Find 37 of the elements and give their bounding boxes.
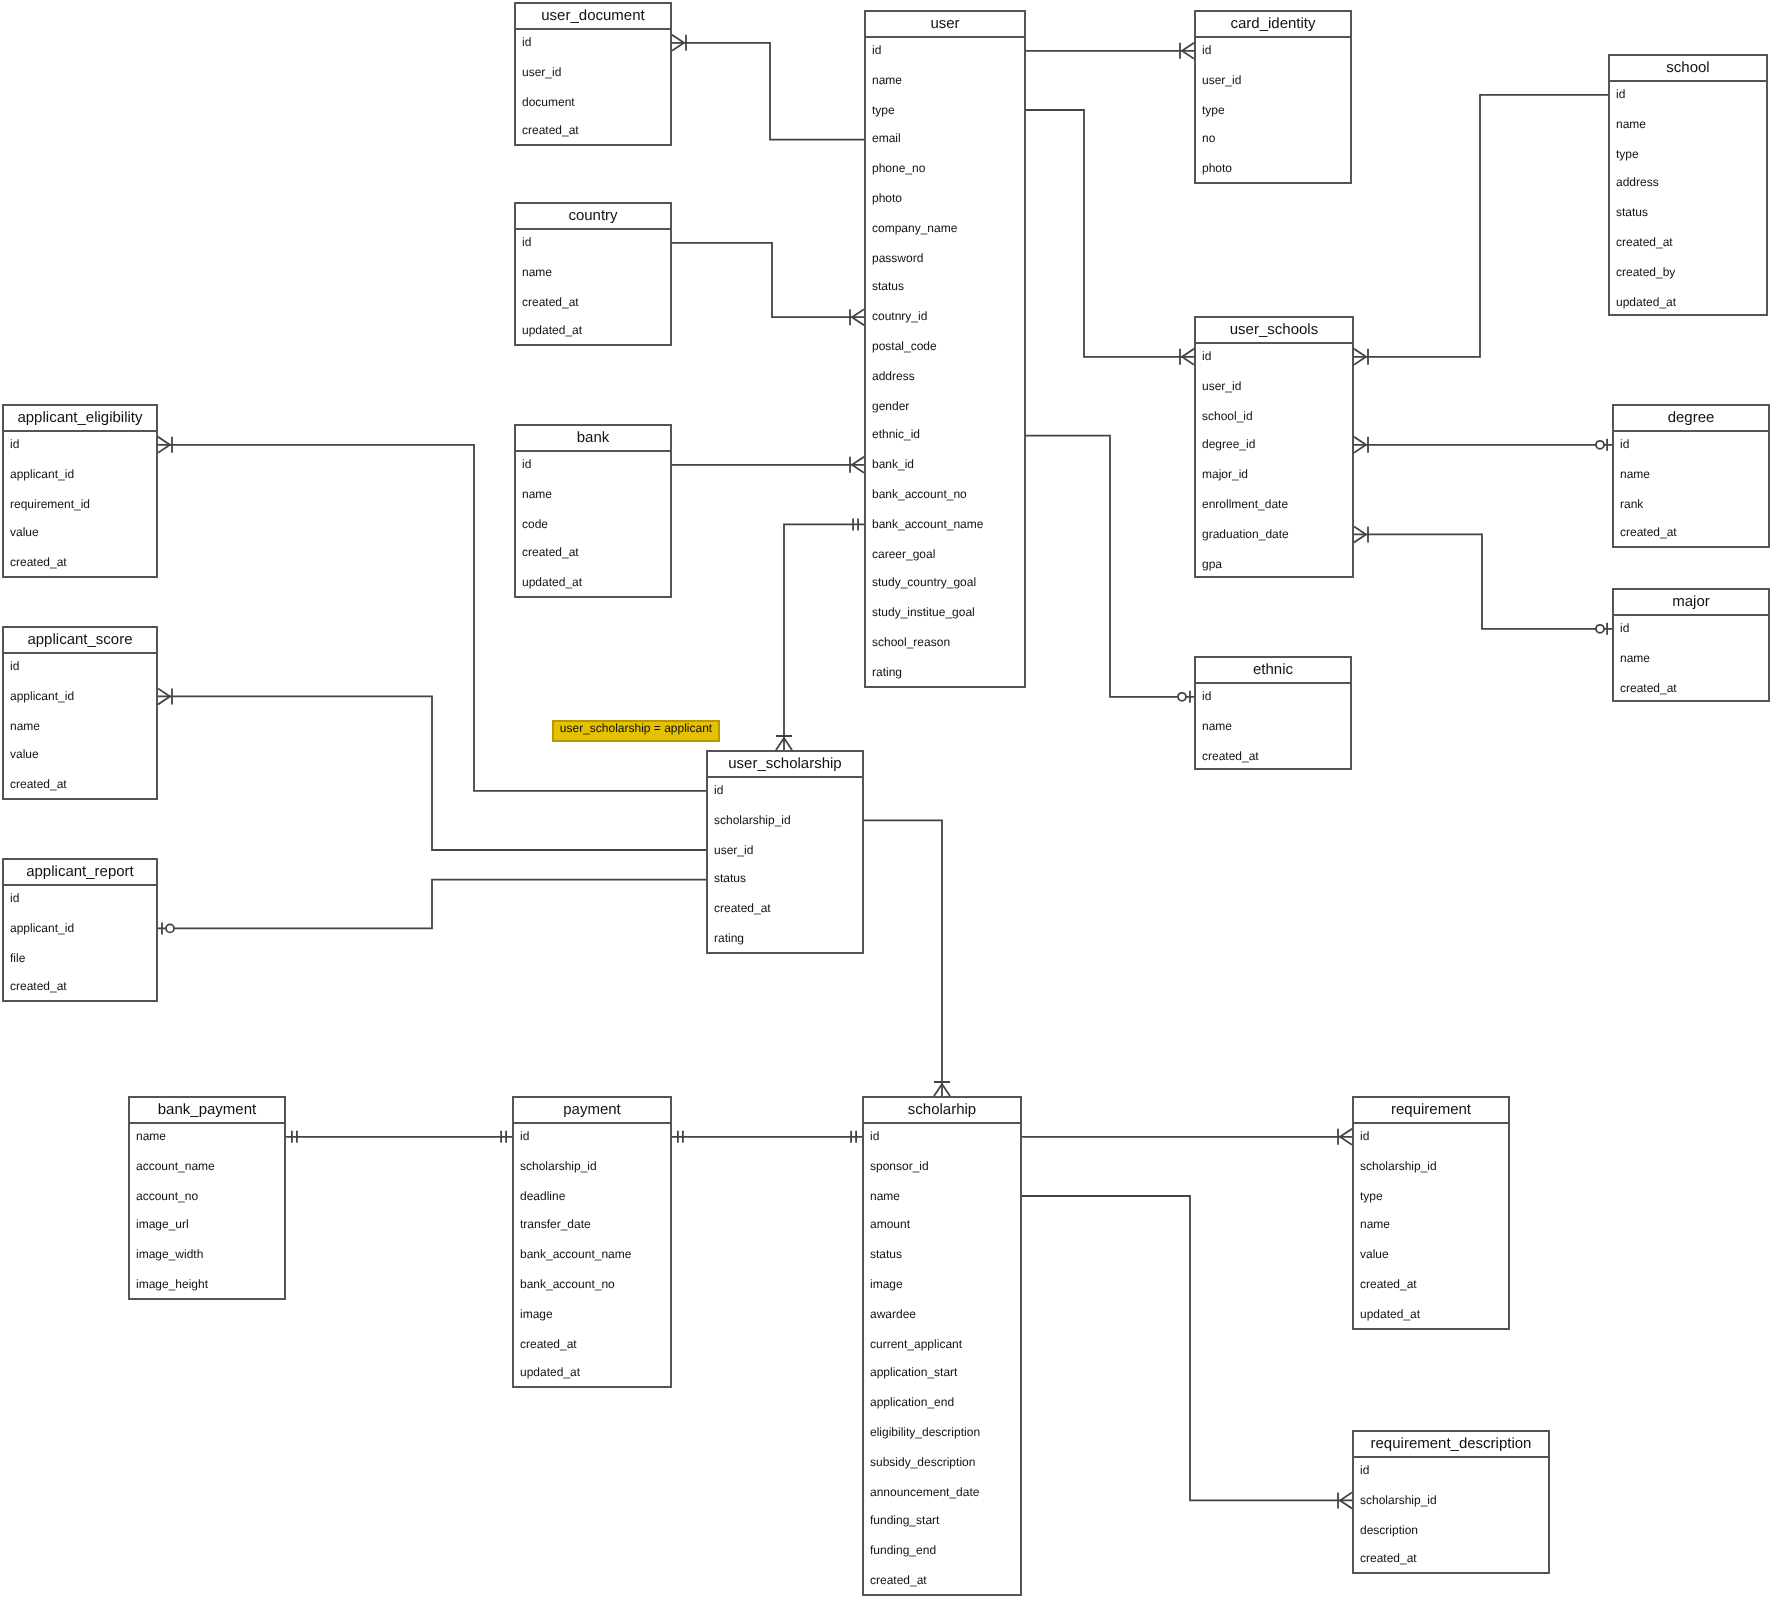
entity-table bbox=[1352, 1096, 1510, 1330]
entity-table bbox=[1612, 404, 1770, 549]
entity-table bbox=[1194, 656, 1352, 771]
entity-table bbox=[1608, 54, 1768, 317]
relationship-line bbox=[157, 435, 707, 792]
relationship-line bbox=[671, 455, 865, 474]
entity-table bbox=[864, 10, 1026, 688]
entity-table bbox=[512, 1096, 672, 1389]
entity-table bbox=[1194, 10, 1352, 184]
relationship-line bbox=[775, 518, 865, 751]
entity-table bbox=[128, 1096, 286, 1300]
entity-table bbox=[1194, 316, 1354, 579]
relationship-line bbox=[1025, 109, 1195, 366]
relationship-line bbox=[671, 33, 865, 141]
relationship-line bbox=[157, 687, 707, 851]
relationship-line bbox=[1021, 1195, 1353, 1510]
entity-table bbox=[862, 1096, 1022, 1596]
entity-table bbox=[706, 750, 864, 954]
entity-table bbox=[514, 202, 672, 347]
relationship-line bbox=[1025, 434, 1195, 704]
relationship-line bbox=[1353, 435, 1613, 454]
entity-table bbox=[2, 626, 158, 800]
relationship-line bbox=[671, 1130, 863, 1143]
relationship-line bbox=[285, 1130, 513, 1143]
relationship-line bbox=[1353, 93, 1609, 366]
relationship-line bbox=[1021, 1127, 1353, 1146]
entity-table bbox=[2, 858, 158, 1003]
relationship-line bbox=[863, 819, 951, 1097]
relationship-line bbox=[157, 878, 707, 936]
entity-table bbox=[514, 424, 672, 598]
relationship-line bbox=[1353, 525, 1613, 635]
entity-table bbox=[514, 2, 672, 147]
entity-table bbox=[2, 404, 158, 578]
relationship-line bbox=[671, 241, 865, 327]
entity-table bbox=[1352, 1430, 1550, 1575]
relationship-line bbox=[1025, 41, 1195, 60]
entity-table bbox=[1612, 588, 1770, 703]
